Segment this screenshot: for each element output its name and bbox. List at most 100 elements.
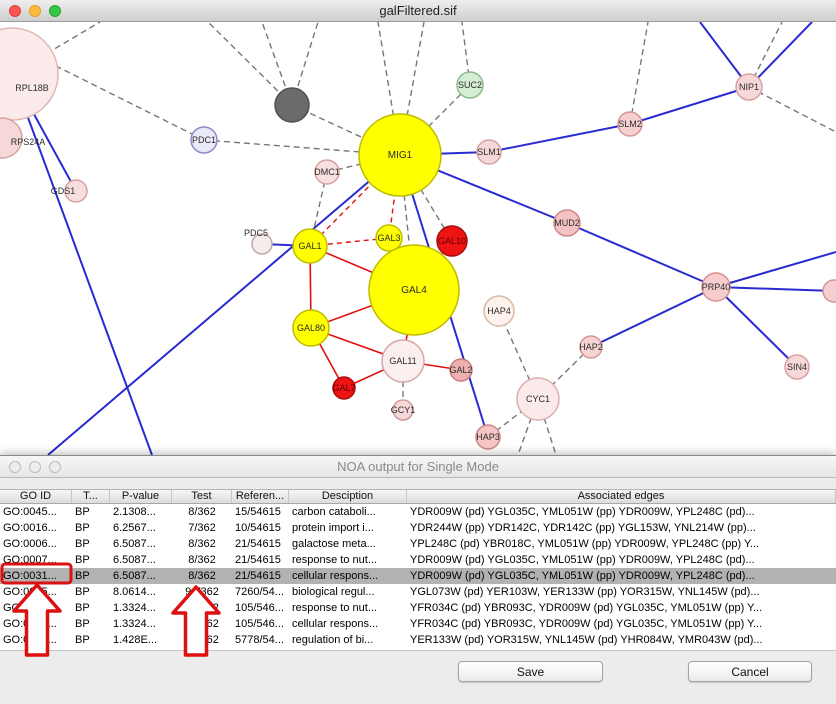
graph-node-SUC2[interactable] bbox=[456, 71, 484, 99]
graph-node-msn[interactable] bbox=[822, 279, 836, 303]
graph-node-GAL1[interactable] bbox=[292, 228, 328, 264]
column-header-1[interactable]: GO ID bbox=[0, 490, 72, 503]
graph-node-GDS1[interactable] bbox=[64, 179, 88, 203]
table-cell: YPL248C (pd) YBR018C, YML051W (pp) YDR00… bbox=[410, 538, 760, 550]
graph-node-RPS24A[interactable] bbox=[0, 117, 23, 159]
table-cell: 2.1308... bbox=[113, 506, 156, 518]
column-header-4[interactable]: Test bbox=[172, 490, 232, 503]
graph-node-GAL4[interactable] bbox=[368, 244, 460, 336]
table-cell: BP bbox=[75, 634, 90, 646]
table-cell: YDR009W (pd) YGL035C, YML051W (pp) YDR00… bbox=[410, 506, 755, 518]
table-cell: GO:0031... bbox=[3, 570, 57, 582]
graph-node-GAL7[interactable] bbox=[332, 376, 356, 400]
table-cell: GO:0006... bbox=[3, 602, 57, 614]
table-cell: BP bbox=[75, 570, 90, 582]
graph-node-HAP2[interactable] bbox=[579, 335, 603, 359]
graph-node-SLM2[interactable] bbox=[617, 111, 643, 137]
table-cell: BP bbox=[75, 602, 90, 614]
graph-node-HAP3[interactable] bbox=[475, 424, 501, 450]
graph-node-GCY1[interactable] bbox=[392, 399, 414, 421]
save-button[interactable]: Save bbox=[458, 661, 603, 682]
column-header-2[interactable]: T... bbox=[72, 490, 110, 503]
graph-node-HAP4[interactable] bbox=[483, 295, 515, 327]
table-cell: GO:0006... bbox=[3, 538, 57, 550]
column-header-7[interactable]: Associated edges bbox=[407, 490, 836, 503]
graph-node-CYC1[interactable] bbox=[516, 377, 560, 421]
graph-node-NIP1[interactable] bbox=[735, 73, 763, 101]
graph-node-DMC1[interactable] bbox=[314, 159, 340, 185]
graph-node-PRP40[interactable] bbox=[701, 272, 731, 302]
table-cell: GO:0050... bbox=[3, 634, 57, 646]
table-cell: YER133W (pd) YOR315W, YNL145W (pd) YHR08… bbox=[410, 634, 763, 646]
table-cell: galactose meta... bbox=[292, 538, 376, 550]
noa-window-titlebar[interactable]: NOA output for Single Mode bbox=[0, 456, 836, 478]
graph-node-label: PDC5 bbox=[244, 228, 268, 238]
graph-node-GAL11[interactable] bbox=[381, 339, 425, 383]
graph-node-SLM1[interactable] bbox=[476, 139, 502, 165]
graph-node-label: GAL1 bbox=[298, 241, 321, 251]
graph-node-PDC5[interactable] bbox=[251, 233, 273, 255]
table-cell: YGL073W (pd) YER103W, YER133W (pp) YOR31… bbox=[410, 586, 760, 598]
graph-edge bbox=[11, 22, 101, 75]
minimize-button[interactable] bbox=[29, 461, 41, 473]
table-cell: 21/54615 bbox=[235, 570, 281, 582]
table-cell: 14/362 bbox=[185, 618, 219, 630]
graph-node-GAL2[interactable] bbox=[449, 358, 473, 382]
cancel-button[interactable]: Cancel bbox=[688, 661, 812, 682]
graph-node-RPL18B[interactable] bbox=[0, 27, 59, 121]
noa-window-title: NOA output for Single Mode bbox=[337, 459, 499, 474]
graph-node-SIN4[interactable] bbox=[784, 354, 810, 380]
zoom-button[interactable] bbox=[49, 5, 61, 17]
graph-node-label: PRP40 bbox=[702, 282, 731, 292]
graph-node-MUD2[interactable] bbox=[553, 209, 581, 237]
column-header-3[interactable]: P-value bbox=[110, 490, 172, 503]
table-cell: GO:0065... bbox=[3, 586, 57, 598]
graph-edge bbox=[11, 73, 153, 455]
close-button[interactable] bbox=[9, 461, 21, 473]
graph-node-GAL10[interactable] bbox=[436, 225, 468, 257]
table-cell: 105/546... bbox=[235, 602, 284, 614]
zoom-button[interactable] bbox=[49, 461, 61, 473]
minimize-button[interactable] bbox=[29, 5, 41, 17]
table-cell: biological regul... bbox=[292, 586, 375, 598]
graph-node-GAL3[interactable] bbox=[375, 224, 403, 252]
graph-edge bbox=[399, 154, 453, 242]
graph-edge bbox=[715, 286, 835, 292]
graph-edge bbox=[748, 22, 813, 88]
table-cell: BP bbox=[75, 554, 90, 566]
graph-node-label: HAP4 bbox=[487, 306, 511, 316]
graph-edge bbox=[47, 154, 401, 455]
table-cell: 21/54615 bbox=[235, 538, 281, 550]
graph-node-GAL80[interactable] bbox=[292, 309, 330, 347]
graph-edge bbox=[715, 251, 836, 288]
table-cell: YFR034C (pd) YBR093C, YDR009W (pd) YGL03… bbox=[410, 602, 763, 614]
table-cell: YDR009W (pd) YGL035C, YML051W (pp) YDR00… bbox=[410, 554, 755, 566]
table-cell: 15/54615 bbox=[235, 506, 281, 518]
graph-node-dark[interactable] bbox=[274, 87, 310, 123]
graph-edge bbox=[748, 86, 836, 133]
table-cell: 8.0614... bbox=[113, 586, 156, 598]
close-button[interactable] bbox=[9, 5, 21, 17]
network-canvas[interactable]: RPL18BRPS24AGDS1PDC1DMC1MIG1SUC2SLM1SLM2… bbox=[0, 22, 836, 455]
table-cell: response to nut... bbox=[292, 602, 377, 614]
graph-node-label: RPL18B bbox=[15, 83, 49, 93]
table-cell: 6.5087... bbox=[113, 570, 156, 582]
table-cell: YFR034C (pd) YBR093C, YDR009W (pd) YGL03… bbox=[410, 618, 763, 630]
graph-node-PDC1[interactable] bbox=[190, 126, 218, 154]
column-header-6[interactable]: Desciption bbox=[289, 490, 407, 503]
network-window-titlebar[interactable]: galFiltered.sif bbox=[0, 0, 836, 22]
column-header-5[interactable]: Referen... bbox=[232, 490, 289, 503]
graph-node-label: MUD2 bbox=[554, 218, 580, 228]
graph-node-MIG1[interactable] bbox=[358, 113, 442, 197]
